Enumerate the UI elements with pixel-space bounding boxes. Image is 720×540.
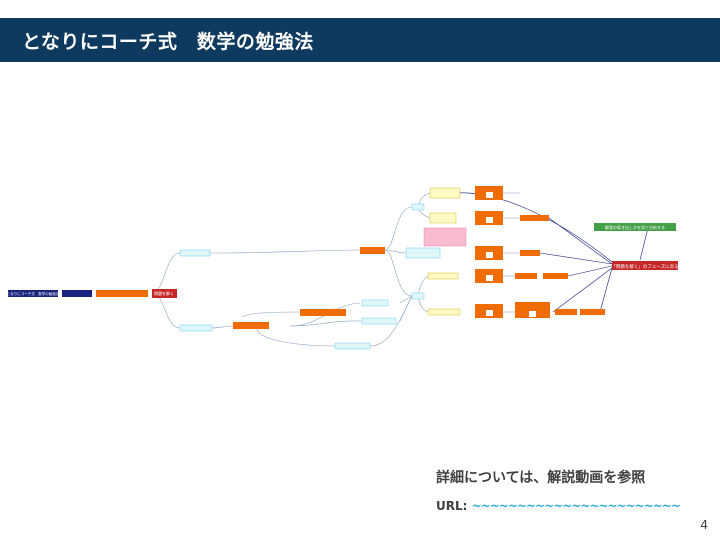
node-rethink xyxy=(233,322,269,329)
page-number: 4 xyxy=(700,518,708,532)
node-check-understood xyxy=(411,292,425,300)
header-bar: となりにコーチ式 数学の勉強法 xyxy=(0,18,720,62)
url-value[interactable]: ~~~~~~~~~~~~~~~~~~~~~~~ xyxy=(471,499,681,513)
node-alt-solution xyxy=(520,215,549,221)
url-label: URL: xyxy=(436,499,468,513)
node-policy xyxy=(411,203,425,211)
page-title: となりにコーチ式 数学の勉強法 xyxy=(22,31,314,53)
node-solve xyxy=(152,289,177,298)
node-orange-center xyxy=(300,309,346,316)
note-title: 詳細については、解説動画を参照 xyxy=(436,470,646,486)
node-overview xyxy=(62,290,92,297)
node-o-right-1 xyxy=(555,309,577,315)
node-yellow-3 xyxy=(427,308,461,316)
return-label: 「問題を解く」のフェーズに戻る xyxy=(611,263,678,270)
root-label: となりにコーチ式 数学の勉強法 xyxy=(7,291,60,296)
node-analyze xyxy=(594,223,676,231)
node-o-right-2 xyxy=(580,309,605,315)
url-line: URL: ~~~~~~~~~~~~~~~~~~~~~~~ xyxy=(436,499,681,513)
node-no-idea xyxy=(179,324,213,332)
node-organize xyxy=(360,247,385,254)
node-mid-2 xyxy=(361,317,397,325)
feedback-lines xyxy=(454,192,649,313)
node-answer-flow xyxy=(179,249,211,257)
mind-map: 「問題を解く」のフェーズに戻る 解答の導き出し方を見て分析する 問題を解く とな… xyxy=(7,186,679,350)
node-flow xyxy=(96,290,148,297)
node-return xyxy=(612,261,678,270)
node-pink-note xyxy=(423,227,467,247)
solve-label: 問題を解く xyxy=(154,290,174,296)
node-root xyxy=(8,290,58,297)
connectors xyxy=(151,192,520,347)
orange-icon-boxes xyxy=(475,186,550,318)
node-think-again xyxy=(543,273,568,279)
node-see-answer xyxy=(515,273,537,279)
node-yellow-1 xyxy=(429,187,461,199)
node-yellow-2 xyxy=(429,212,457,224)
analyze-label: 解答の導き出し方を見て分析する xyxy=(605,224,665,230)
node-find-part xyxy=(427,272,459,280)
node-list-conditions xyxy=(405,247,441,259)
node-cant-start xyxy=(334,342,371,350)
node-confirm xyxy=(520,250,540,256)
node-mid-1 xyxy=(361,299,389,307)
